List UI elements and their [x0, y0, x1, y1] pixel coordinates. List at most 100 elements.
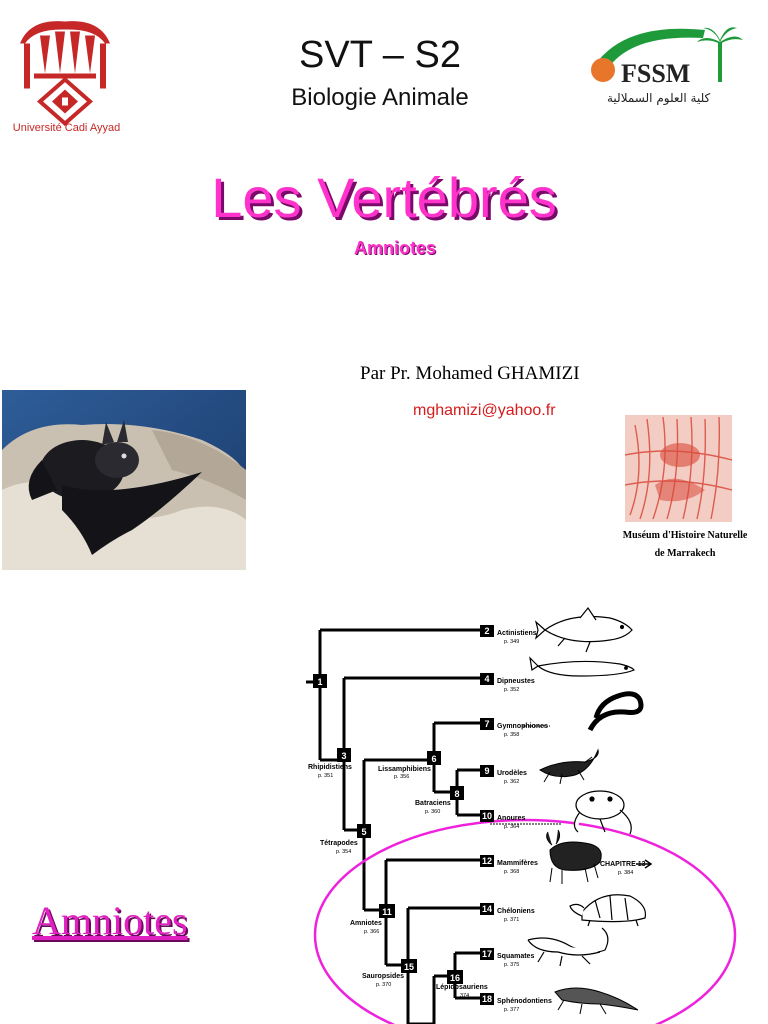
terminal-anoures: 10 Anoures p. 364	[480, 810, 526, 830]
terminal-dipneustes: 4 Dipneustes p. 352	[480, 673, 535, 693]
svg-text:4: 4	[484, 674, 489, 684]
terminal-mammiferes: 12 Mammifères p. 368	[480, 855, 538, 875]
svg-text:Tétrapodes: Tétrapodes	[320, 840, 358, 847]
svg-text:p. 366: p. 366	[364, 929, 379, 935]
cladogram-node-8: 8	[450, 786, 464, 800]
svg-text:p. 364: p. 364	[504, 824, 519, 830]
svg-text:p. 377: p. 377	[504, 1007, 519, 1013]
svg-text:p. 370: p. 370	[376, 982, 391, 988]
svg-text:p. 360: p. 360	[425, 809, 440, 815]
svg-text:p. 356: p. 356	[394, 774, 409, 780]
museum-artwork	[625, 415, 732, 522]
svg-text:p. 362: p. 362	[504, 779, 519, 785]
svg-text:3: 3	[341, 751, 346, 761]
fssm-logo: FSSM كلية العلوم السملالية	[585, 20, 745, 115]
svg-text:p. 375: p. 375	[504, 962, 519, 968]
museum-caption: Muséum d'Histoire Naturelle de Marrakech	[605, 527, 765, 563]
svg-text:8: 8	[454, 789, 459, 799]
svg-text:12: 12	[482, 856, 492, 866]
svg-text:Gymnophiones: Gymnophiones	[497, 723, 548, 730]
svg-text:14: 14	[482, 904, 492, 914]
terminal-urodeles: 9 Urodèles p. 362	[480, 765, 527, 785]
svg-text:10: 10	[482, 811, 492, 821]
svg-text:374: 374	[460, 993, 469, 999]
svg-text:18: 18	[482, 994, 492, 1004]
museum-caption-line1: Muséum d'Histoire Naturelle	[605, 527, 765, 545]
svg-text:16: 16	[450, 973, 460, 983]
svg-text:Lépidosauriens: Lépidosauriens	[436, 984, 488, 991]
svg-text:p. 349: p. 349	[504, 639, 519, 645]
svg-text:17: 17	[482, 949, 492, 959]
course-subtitle: Biologie Animale	[230, 84, 530, 112]
salamander-illustration	[540, 750, 598, 784]
tuatara-illustration	[555, 988, 638, 1014]
terminal-gymnophiones: 7 Gymnophiones p. 358	[480, 718, 548, 738]
main-title: Les Vertébrés	[0, 165, 768, 230]
course-title: SVT – S2	[230, 34, 530, 77]
svg-text:Sphénodontiens: Sphénodontiens	[497, 998, 552, 1005]
museum-caption-line2: de Marrakech	[605, 545, 765, 563]
clade-label-sauropsides: Sauropsides p. 370	[362, 973, 404, 988]
universite-cadi-ayyad-logo	[10, 6, 120, 141]
svg-text:Actinistiens: Actinistiens	[497, 630, 537, 637]
svg-text:Chéloniens: Chéloniens	[497, 908, 535, 915]
svg-text:2: 2	[484, 626, 489, 636]
svg-text:15: 15	[404, 962, 414, 972]
svg-text:7: 7	[484, 719, 489, 729]
clade-label-tetrapodes: Tétrapodes p. 354	[320, 840, 358, 855]
svg-text:p. 358: p. 358	[504, 732, 519, 738]
svg-text:Lissamphibiens: Lissamphibiens	[378, 766, 431, 773]
terminal-actinistiens: 2 Actinistiens p. 349	[480, 625, 537, 645]
svg-text:p. 384: p. 384	[618, 870, 633, 876]
terminal-squamates: 17 Squamates p. 375	[480, 948, 534, 968]
lungfish-illustration	[530, 658, 634, 676]
svg-text:Anoures: Anoures	[497, 815, 526, 822]
coelacanth-illustration	[536, 608, 632, 652]
clade-label-batraciens: Batraciens p. 360	[415, 800, 451, 815]
university-caption: Université Cadi Ayyad	[4, 122, 129, 134]
frog-illustration	[574, 791, 631, 834]
clade-label-amniotes: Amniotes p. 366	[350, 920, 382, 935]
lizard-illustration	[528, 928, 608, 966]
main-subtitle: Amniotes	[0, 238, 768, 259]
svg-text:p. 352: p. 352	[504, 687, 519, 693]
terminal-cheloniens: 14 Chéloniens p. 371	[480, 903, 535, 923]
cladogram-node-3: 3	[337, 748, 351, 762]
fssm-arabic-text: كلية العلوم السملالية	[607, 91, 711, 106]
svg-text:p. 371: p. 371	[504, 917, 519, 923]
svg-text:1: 1	[317, 677, 322, 687]
amniotes-section-label: Amniotes	[32, 897, 188, 944]
svg-text:11: 11	[382, 907, 392, 917]
fssm-text: FSSM	[621, 59, 690, 88]
cladogram: 1 3 5 6 8 11 15 16 Rhipidistiens p. 351 L…	[300, 600, 768, 1024]
svg-text:p. 351: p. 351	[318, 773, 333, 779]
terminal-sphenodontiens: 18 Sphénodontiens p. 377	[480, 993, 552, 1013]
chapter-note: CHAPITRE 13 p. 384	[600, 860, 651, 876]
svg-text:Amniotes: Amniotes	[350, 920, 382, 927]
caecilian-illustration	[590, 694, 641, 730]
cladogram-node-1: 1	[313, 674, 327, 688]
svg-text:Squamates: Squamates	[497, 953, 534, 960]
cladogram-node-11: 11	[379, 904, 395, 918]
svg-text:Rhipidistiens: Rhipidistiens	[308, 764, 352, 771]
cladogram-branches	[306, 630, 562, 1024]
svg-text:Sauropsides: Sauropsides	[362, 973, 404, 980]
cladogram-node-5: 5	[357, 824, 371, 838]
svg-text:Dipneustes: Dipneustes	[497, 678, 535, 685]
svg-text:Mammifères: Mammifères	[497, 860, 538, 867]
cladogram-node-16: 16	[447, 970, 463, 984]
bat-photo	[2, 390, 246, 570]
svg-text:5: 5	[361, 827, 366, 837]
svg-text:6: 6	[431, 754, 436, 764]
svg-text:p. 368: p. 368	[504, 869, 519, 875]
wildebeest-illustration	[547, 830, 602, 884]
svg-text:Batraciens: Batraciens	[415, 800, 451, 807]
author-email[interactable]: mghamizi@yahoo.fr	[413, 402, 556, 420]
cladogram-node-6: 6	[427, 751, 441, 765]
author-name: Par Pr. Mohamed GHAMIZI	[360, 363, 580, 385]
svg-text:9: 9	[484, 766, 489, 776]
svg-text:Urodèles: Urodèles	[497, 770, 527, 777]
cladogram-node-15: 15	[401, 959, 417, 973]
svg-text:p. 354: p. 354	[336, 849, 351, 855]
